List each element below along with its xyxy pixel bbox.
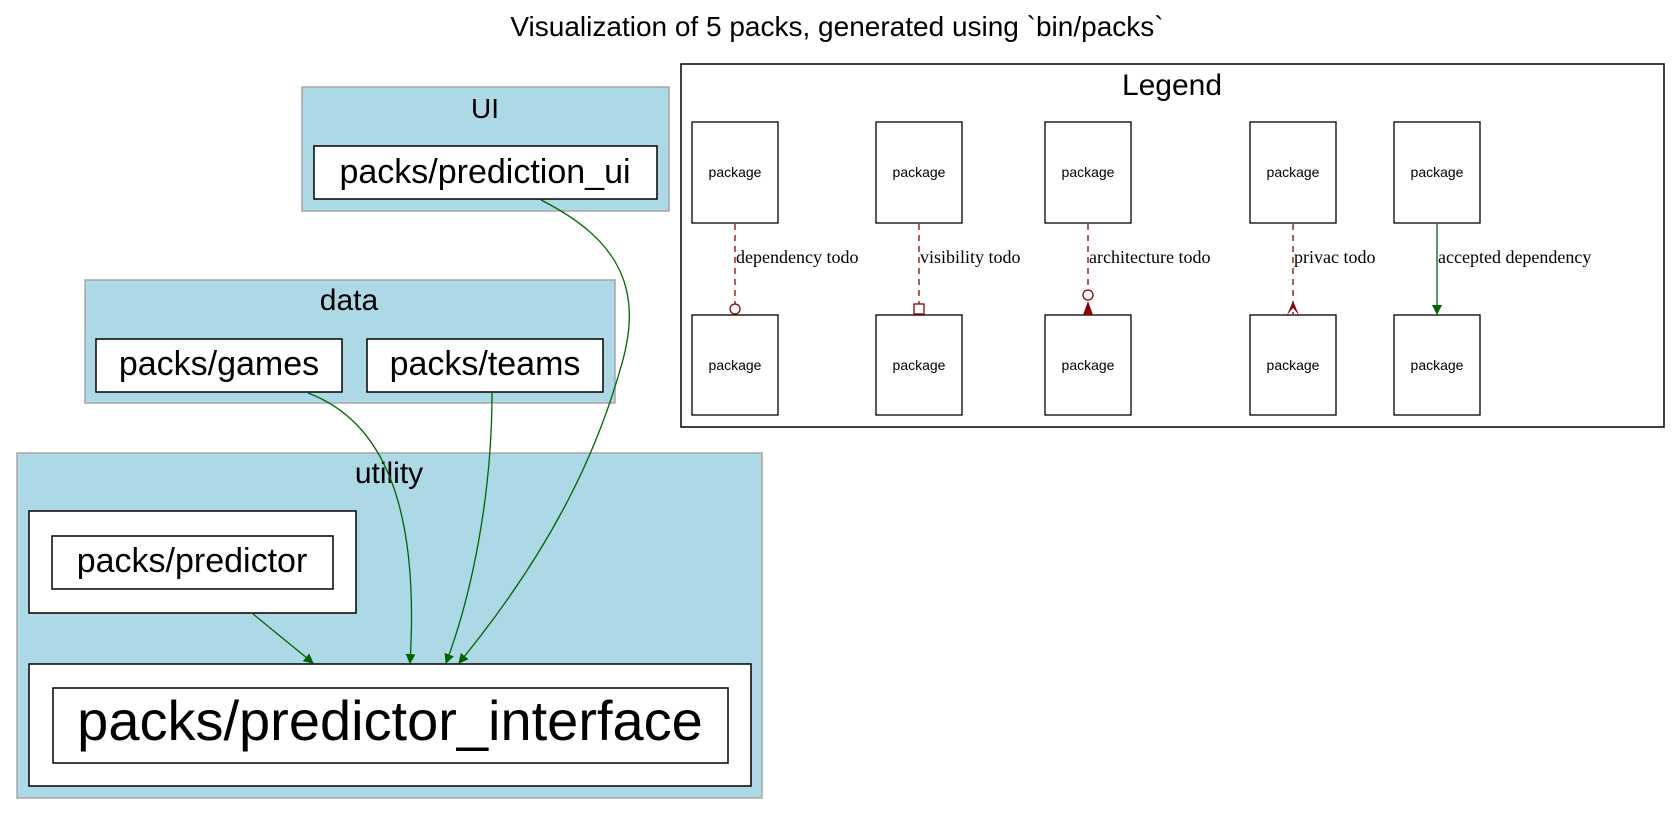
- cluster-utility: utility packs/predictor packs/predictor_…: [16, 452, 763, 799]
- odot-arrowhead-icon: [1082, 289, 1094, 301]
- cluster-ui-label: UI: [471, 93, 499, 124]
- edge-prediction-ui-to-predictor-interface: [458, 199, 630, 664]
- legend-item-dependency-todo: package package dependency todo: [691, 121, 858, 416]
- pack-node-prediction-ui[interactable]: packs/prediction_ui: [313, 145, 658, 200]
- legend-item-visibility-todo: package package visibility todo: [875, 121, 1021, 416]
- obox-arrowhead-icon: [913, 303, 925, 315]
- legend-edge-label: dependency todo: [736, 247, 858, 267]
- legend-frame: [680, 63, 1665, 428]
- pack-node-predictor-interface-label: packs/predictor_interface: [77, 689, 703, 752]
- cluster-ui: UI packs/prediction_ui: [301, 86, 670, 212]
- legend-target-package-label: package: [1062, 357, 1115, 373]
- legend-target-package-label: package: [893, 357, 946, 373]
- legend-source-package: [1044, 121, 1132, 224]
- pack-node-predictor-interface[interactable]: packs/predictor_interface: [52, 687, 729, 764]
- cluster-data: data packs/games packs/teams: [84, 279, 616, 404]
- legend-item-accepted-dependency: package package accepted dependency: [1393, 121, 1591, 416]
- legend-title: Legend: [1122, 69, 1222, 102]
- legend-source-package-label: package: [1267, 164, 1320, 180]
- edge-games-to-predictor-interface: [307, 392, 416, 664]
- cluster-utility-label: utility: [355, 457, 423, 490]
- legend-edge-label: architecture todo: [1089, 247, 1210, 267]
- diagram-title: Visualization of 5 packs, generated usin…: [510, 11, 1163, 42]
- legend-target-package: [1044, 314, 1132, 416]
- pack-node-teams-label: packs/teams: [390, 345, 581, 383]
- legend-target-package: [1249, 314, 1337, 416]
- legend-target-package: [875, 314, 963, 416]
- crow-arrowhead-icon: [1287, 301, 1299, 315]
- legend-target-package-label: package: [1267, 357, 1320, 373]
- legend-source-package: [875, 121, 963, 224]
- legend-item-privac-todo: package package privac todo: [1249, 121, 1375, 416]
- legend-item-architecture-todo: package package architecture todo: [1044, 121, 1210, 416]
- legend-target-package-label: package: [1411, 357, 1464, 373]
- legend-target-package-label: package: [709, 357, 762, 373]
- legend-source-package-label: package: [893, 164, 946, 180]
- odot-arrowhead-icon: [729, 303, 741, 315]
- pack-node-predictor-label: packs/predictor: [77, 542, 308, 580]
- pack-node-prediction-ui-label: packs/prediction_ui: [339, 153, 630, 191]
- legend-edge-label: privac todo: [1294, 247, 1375, 267]
- legend: Legend package package dependency todo p…: [680, 63, 1665, 428]
- legend-edge-label: accepted dependency: [1438, 247, 1591, 267]
- legend-edge-label: visibility todo: [920, 247, 1021, 267]
- legend-source-package: [1249, 121, 1337, 224]
- edge-teams-to-predictor-interface: [444, 392, 493, 664]
- legend-target-package: [1393, 314, 1481, 416]
- triangle-arrowhead-icon: [1083, 301, 1093, 315]
- legend-source-package-label: package: [1062, 164, 1115, 180]
- legend-target-package: [691, 314, 779, 416]
- legend-source-package-label: package: [709, 164, 762, 180]
- legend-source-package: [691, 121, 779, 224]
- edge-predictor-to-predictor-interface: [252, 613, 314, 664]
- cluster-data-label: data: [320, 284, 379, 317]
- dependency-edges: [252, 199, 630, 664]
- pack-node-games-label: packs/games: [119, 345, 319, 383]
- pack-node-predictor[interactable]: packs/predictor: [51, 535, 334, 590]
- pack-node-teams[interactable]: packs/teams: [366, 338, 604, 393]
- legend-source-package: [1393, 121, 1481, 224]
- pack-node-games[interactable]: packs/games: [95, 338, 343, 393]
- legend-source-package-label: package: [1411, 164, 1464, 180]
